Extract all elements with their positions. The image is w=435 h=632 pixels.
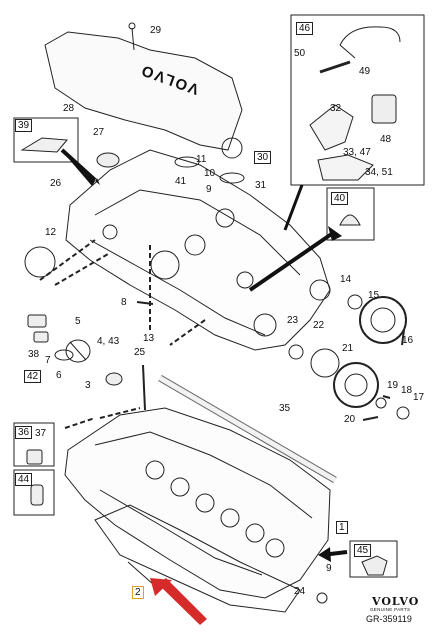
callout-6: 6 [56,370,62,381]
callout-24: 24 [294,586,306,597]
callout-26: 26 [50,178,62,189]
callout-7: 7 [45,355,51,366]
callout-14: 14 [340,274,352,285]
callout-4-43: 4, 43 [97,336,120,347]
callout-28: 28 [63,103,75,114]
diagram-reference: GR-359119 [366,614,412,624]
callout-9: 9 [206,184,212,195]
callout-32: 32 [330,103,342,114]
callout-8: 8 [121,297,127,308]
camshaft-sprocket-21 [333,362,379,408]
callout-44: 44 [15,473,33,486]
inset-box-40 [326,187,375,241]
callout-21: 21 [342,343,354,354]
callout-18: 18 [401,385,413,396]
callout-3: 3 [85,380,91,391]
callout-22: 22 [313,320,325,331]
volvo-logo: VOLVO [372,595,420,608]
callout-40: 40 [331,192,349,205]
cylinder-head-upper [65,149,331,351]
callout-16: 16 [402,335,414,346]
callout-39: 39 [15,119,33,132]
callout-29: 29 [150,25,162,36]
head-gasket-24 [94,504,301,613]
valve-cover [44,31,243,151]
callout-30: 30 [254,151,272,164]
callout-34-51: 34, 51 [365,167,393,178]
callout-38: 38 [28,349,40,360]
callout-49: 49 [359,66,371,77]
cylinder-head-lower [64,407,331,599]
callout-20: 20 [344,414,356,425]
callout-31: 31 [255,180,267,191]
inset-box-39 [13,117,79,163]
callout-1: 1 [336,521,348,534]
callout-2: 2 [132,586,144,599]
highlight-arrow [150,578,207,625]
callout-46: 46 [296,22,314,35]
callout-5: 5 [75,316,81,327]
volvo-logo-subtitle: GENUINE PARTS [370,607,411,612]
callout-33-47: 33, 47 [343,147,371,158]
callout-23: 23 [287,315,299,326]
inset-box-46 [290,14,425,186]
callout-41: 41 [175,176,187,187]
callout-45: 45 [354,544,372,557]
callout-48: 48 [380,134,392,145]
inset-box-45 [349,540,398,578]
callout-37: 37 [35,428,47,439]
callout-25: 25 [134,347,146,358]
callout-12: 12 [45,227,57,238]
callout-9-lower: 9 [326,563,332,574]
callout-11: 11 [196,154,207,165]
callout-36: 36 [15,426,33,439]
callout-42: 42 [24,370,42,383]
callout-27: 27 [93,127,105,138]
callout-50: 50 [294,48,306,59]
inset-box-36 [13,422,55,467]
callout-13: 13 [143,333,155,344]
callout-35: 35 [279,403,291,414]
callout-19: 19 [387,380,399,391]
callout-10: 10 [204,168,216,179]
callout-15: 15 [368,290,380,301]
camshaft-sprocket-15 [359,296,407,344]
inset-box-44 [13,469,55,516]
callout-17: 17 [413,392,425,403]
